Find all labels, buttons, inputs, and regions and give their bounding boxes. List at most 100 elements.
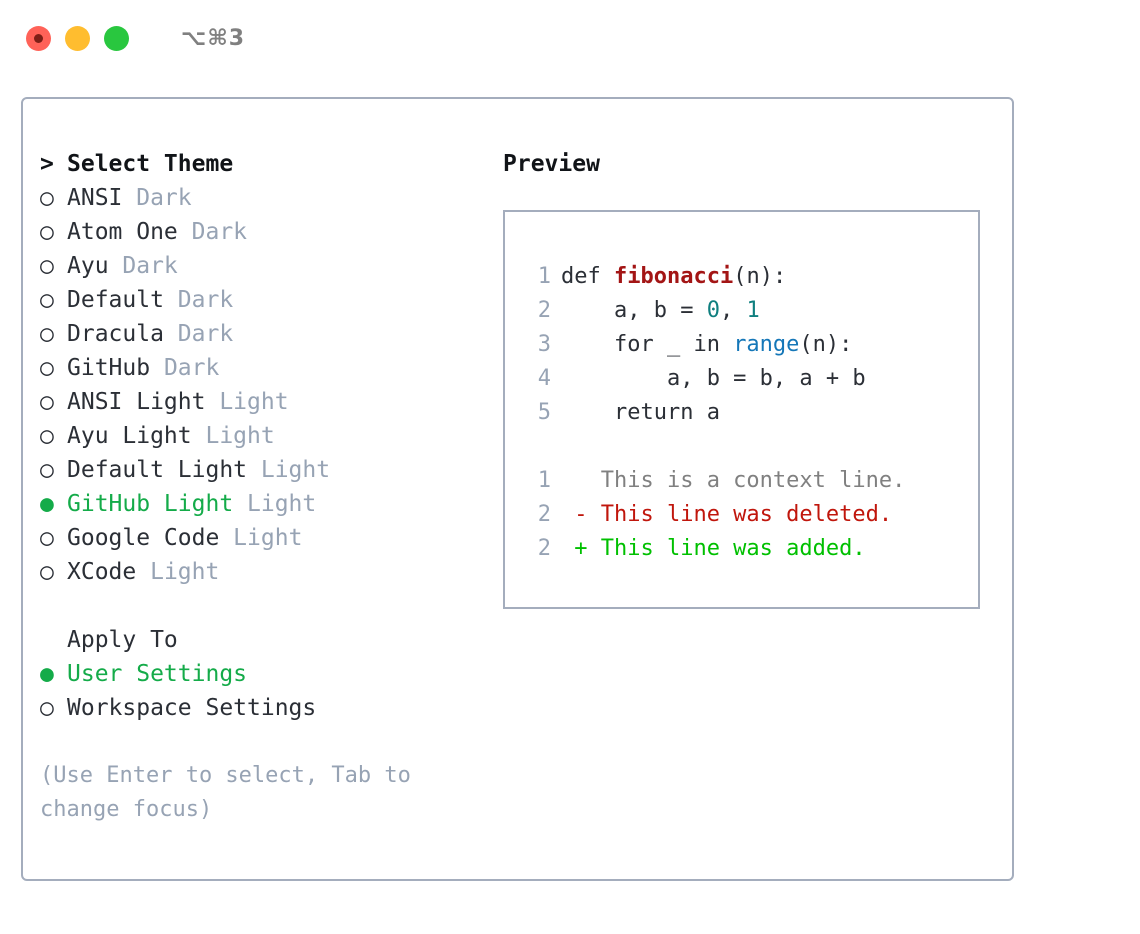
code-token-call: range [733, 332, 800, 357]
theme-option-github-light[interactable]: ● GitHub Light Light [40, 487, 485, 521]
radio-selected-icon: ● [40, 491, 54, 517]
theme-option-label: Default [67, 287, 164, 313]
caret-icon: > [40, 151, 54, 177]
theme-variant-tag: Light [233, 491, 317, 517]
theme-option-ayu-light[interactable]: ○Ayu Light Light [40, 419, 485, 453]
page-title: Select Theme [67, 151, 234, 177]
line-number: 2 [537, 298, 551, 323]
diff-line-ctx: 1 This is a context line. [525, 464, 978, 498]
theme-option-ansi-light[interactable]: ○ ANSI Light Light [40, 385, 485, 419]
code-token-plain: (n): [733, 264, 787, 289]
code-diff-separator [525, 430, 978, 464]
line-number: 1 [537, 264, 551, 289]
code-line: 4 a, b = b, a + b [525, 362, 978, 396]
radio-unselected-icon: ○ [40, 423, 54, 449]
code-token-fn: fibonacci [613, 264, 734, 289]
theme-option-label: Default Light [67, 457, 248, 483]
theme-option-atom-one[interactable]: ○ Atom One Dark [40, 215, 485, 249]
theme-variant-tag: Dark [108, 253, 178, 279]
theme-option-label: XCode [67, 559, 137, 585]
diff-line-text: - This line was deleted. [561, 502, 893, 527]
line-number: 2 [537, 502, 551, 527]
theme-option-label: Dracula [67, 321, 164, 347]
hint-spacer [40, 725, 485, 759]
theme-option-label: ANSI Light [67, 389, 206, 415]
theme-option-default-light[interactable]: ○ Default Light Light [40, 453, 485, 487]
marker-placeholder: ○ [40, 623, 67, 657]
code-token-plain: return a [561, 400, 720, 425]
theme-variant-tag: Dark [163, 287, 234, 313]
keyboard-hint-text: (Use Enter to select, Tab to change focu… [40, 763, 411, 822]
radio-unselected-icon: ○ [40, 219, 54, 245]
line-number: 4 [537, 366, 551, 391]
theme-variant-tag: Dark [163, 321, 234, 347]
theme-option-ayu[interactable]: ○Ayu Dark [40, 249, 485, 283]
code-token-plain: , [719, 298, 747, 323]
code-line: 2 a, b = 0, 1 [525, 294, 978, 328]
radio-unselected-icon: ○ [40, 457, 54, 483]
theme-option-label: GitHub [67, 355, 151, 381]
theme-variant-tag: Dark [150, 355, 220, 381]
close-button[interactable] [26, 25, 51, 51]
theme-variant-tag: Light [191, 423, 275, 449]
apply-to-heading: ○Apply To [40, 623, 485, 657]
main-card: >Select Theme ○ANSI Dark○Atom One Dark○A… [21, 97, 1014, 881]
line-number: 3 [537, 332, 551, 357]
theme-option-google-code[interactable]: ○Google Code Light [40, 521, 485, 555]
theme-option-xcode[interactable]: ○ XCode Light [40, 555, 485, 589]
theme-option-ansi[interactable]: ○ ANSI Dark [40, 181, 485, 215]
code-token-num: 0 [706, 298, 720, 323]
theme-variant-tag: Light [136, 559, 220, 585]
minimize-button[interactable] [65, 25, 90, 51]
code-token-plain: a, b = b, a + b [561, 366, 866, 391]
radio-unselected-icon: ○ [40, 559, 54, 585]
code-token-plain: def [561, 264, 614, 289]
diff-line-add: 2 + This line was added. [525, 532, 978, 566]
apply-to-option-label: User Settings [67, 661, 248, 687]
theme-option-github[interactable]: ○ GitHub Dark [40, 351, 485, 385]
theme-option-label: Ayu [67, 253, 109, 279]
theme-option-dracula[interactable]: ○ Dracula Dark [40, 317, 485, 351]
theme-option-label: GitHub Light [67, 491, 234, 517]
radio-unselected-icon: ○ [40, 185, 54, 211]
theme-option-label: Atom One [67, 219, 178, 245]
apply-to-option-user-settings[interactable]: ● User Settings [40, 657, 485, 691]
radio-unselected-icon: ○ [40, 321, 54, 347]
panel-title-row: > Select Theme [40, 147, 485, 181]
theme-variant-tag: Dark [177, 219, 248, 245]
code-token-plain: a, b = [561, 298, 707, 323]
theme-variant-tag: Light [205, 389, 289, 415]
diff-sample: 1 This is a context line. 2 - This line w… [525, 464, 978, 566]
theme-option-label: ANSI [67, 185, 123, 211]
theme-option-label: Google Code [67, 525, 220, 551]
apply-to-label: Apply To [67, 627, 178, 653]
radio-selected-icon: ● [40, 661, 54, 687]
code-line: 5 return a [525, 396, 978, 430]
code-token-num: 1 [746, 298, 760, 323]
apply-to-option-workspace-settings[interactable]: ○Workspace Settings [40, 691, 485, 725]
theme-variant-tag: Light [247, 457, 331, 483]
diff-line-text: This is a context line. [561, 468, 906, 493]
radio-unselected-icon: ○ [40, 695, 54, 721]
list-spacer [40, 589, 485, 623]
keyboard-shortcut-label: ⌥⌘3 [181, 25, 246, 51]
radio-unselected-icon: ○ [40, 355, 54, 381]
theme-selection-panel: >Select Theme ○ANSI Dark○Atom One Dark○A… [23, 147, 485, 827]
code-line: 3 for _ in range(n): [525, 328, 978, 362]
radio-unselected-icon: ○ [40, 389, 54, 415]
theme-variant-tag: Dark [122, 185, 192, 211]
line-number: 1 [537, 468, 551, 493]
radio-unselected-icon: ○ [40, 287, 54, 313]
code-token-plain: (n): [799, 332, 853, 357]
code-token-plain: for _ in [561, 332, 734, 357]
line-number: 2 [537, 536, 551, 561]
apply-to-list: ● User Settings ○Workspace Settings [40, 657, 485, 725]
title-bar: ⌥⌘3 [0, 0, 1140, 76]
zoom-button[interactable] [104, 25, 129, 51]
theme-option-default[interactable]: ○ Default Dark [40, 283, 485, 317]
diff-line-text: + This line was added. [561, 536, 866, 561]
